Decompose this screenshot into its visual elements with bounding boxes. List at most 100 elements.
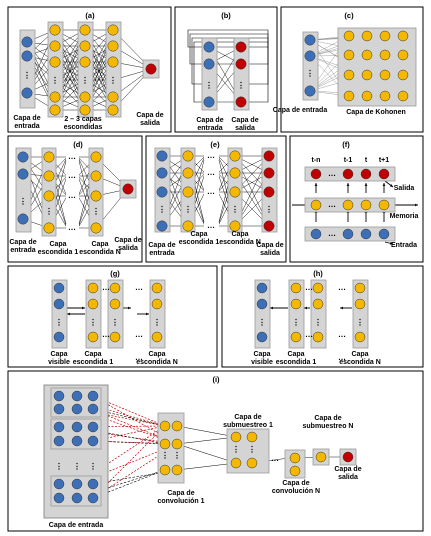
panel-e: [145, 135, 287, 263]
panel-a-hidden-neuron: [49, 91, 61, 103]
panel-i-input-neuron: [53, 435, 65, 447]
panel-b: [174, 6, 278, 133]
panel-h-arrow-head: [340, 306, 343, 310]
panel-i-input-neuron: [87, 478, 99, 490]
panel-c-kohonen-neuron: [379, 69, 391, 81]
panel-i-receptive-field: [92, 395, 166, 427]
panel-c-kohonen-neuron: [343, 69, 355, 81]
panel-c-input-neuron: [304, 85, 316, 97]
panel-f-memory-neuron: [360, 199, 372, 211]
panel-c-kohonen-neuron: [397, 90, 409, 102]
panel-b-feedback-loop: [187, 29, 269, 48]
panel-g-title: (g): [110, 269, 120, 278]
panel-a-input-neuron: [21, 87, 33, 99]
panel-e-hdots: …: [207, 151, 215, 160]
panel-h-hidden-neuron: [290, 298, 302, 310]
panel-c-kohonen-neuron: [397, 69, 409, 81]
panel-e-output-neuron: [263, 186, 275, 198]
panel-d-hidden1-neuron: [43, 222, 55, 234]
panel-h-layer-box: [310, 279, 327, 349]
panel-d-output-neuron: [122, 183, 134, 195]
panel-g-hidden-neuron: [151, 298, 163, 310]
panel-g-layer-box: [149, 279, 166, 349]
panel-b-input-box: [201, 37, 218, 111]
panel-f-input-pointer-head: [389, 241, 393, 245]
panel-a-hidden-neuron: [49, 56, 61, 68]
panel-a-hidden-neuron: [107, 56, 119, 68]
panel-a-hidden-neuron: [49, 104, 61, 116]
panel-d-hdots: …: [68, 152, 76, 161]
panel-a-hidden-neuron: [107, 104, 119, 116]
panel-e-vdots: ⋮: [184, 205, 192, 214]
panel-c-kohonen-neuron: [343, 49, 355, 61]
panel-h-hidden-neuron: [290, 331, 302, 343]
panel-c-kohonen-neuron: [343, 90, 355, 102]
panel-e-vdots: ⋮: [158, 205, 166, 214]
panel-i-input-vdots: ⋮: [89, 462, 97, 471]
panel-i-conv1-neuron: [159, 464, 171, 476]
panel-d-hidden1-vdots: ⋮: [45, 207, 53, 216]
panel-f-input-label: Entrada: [391, 242, 417, 249]
panel-d-hiddenN-neuron: [90, 222, 102, 234]
panel-b-feedback-loop: [193, 41, 269, 103]
panel-g-hdots: …: [102, 283, 110, 292]
panel-f-output-neuron: [378, 168, 390, 180]
panel-a-hidden-neuron: [107, 91, 119, 103]
panel-i-receptive-field: [92, 425, 166, 499]
panel-i-conv-connection: [100, 469, 166, 491]
panel-b-output-neuron: [235, 96, 247, 108]
panel-i-sub1-vdots: ⋮: [248, 445, 256, 454]
panel-f-input-neuron: [360, 228, 372, 240]
panel-f: [289, 135, 424, 263]
panel-i-convN-neuron: [289, 452, 301, 464]
panel-i-input-neuron: [87, 403, 99, 415]
panel-a-hidden-box: [47, 21, 64, 118]
panel-e-hiddenN-neuron: [229, 150, 241, 162]
panel-f-hdots: …: [328, 200, 336, 209]
panel-i-subN-neuron: [315, 451, 327, 463]
panel-c-kohonen-neuron: [397, 49, 409, 61]
panel-h-hdots: …: [338, 330, 346, 339]
panel-i-receptive-field: [92, 443, 178, 499]
panel-g-vdots: ⋮: [153, 318, 161, 327]
panel-d-hdots: …: [68, 191, 76, 200]
panel-i-conv1-vdots: ⋮: [173, 451, 181, 460]
panel-g-hidden-neuron: [87, 331, 99, 343]
panel-h-hidden-neuron: [354, 298, 366, 310]
panel-i-hdots: …: [271, 454, 279, 463]
panel-h-layer-box: [352, 279, 369, 349]
panel-g-arrow-head: [146, 312, 149, 316]
panel-f-output-neuron: [360, 168, 372, 180]
panel-g-layer-box: [51, 279, 68, 349]
panel-e-hidden1-neuron: [182, 220, 194, 232]
panel-h-vdots: ⋮: [356, 318, 364, 327]
panel-g-hidden-neuron: [109, 331, 121, 343]
panel-f-input-neuron: [378, 228, 390, 240]
panel-h-arrow-head: [270, 306, 273, 310]
panel-c-input-label: Capa de entrada: [273, 107, 328, 114]
panel-i-input-neuron: [53, 390, 65, 402]
panel-d-hidden1-neuron: [43, 151, 55, 163]
panel-c-input-box: [302, 31, 319, 101]
panel-a-hidden-vdots: ⋮: [81, 76, 89, 85]
panel-f-time-label: t: [365, 157, 368, 164]
panel-b-output-vdots: ⋮: [237, 81, 245, 90]
panel-f-time-label: t+1: [379, 157, 389, 164]
panel-h-hidden-neuron: [354, 331, 366, 343]
panel-g-visible-neuron: [53, 331, 65, 343]
panel-e-vdots: ⋮: [231, 205, 239, 214]
panel-h: [221, 265, 424, 368]
panel-c-title: (c): [344, 11, 354, 20]
panel-e-gap: [204, 222, 219, 230]
panel-c-kohonen-neuron: [397, 30, 409, 42]
